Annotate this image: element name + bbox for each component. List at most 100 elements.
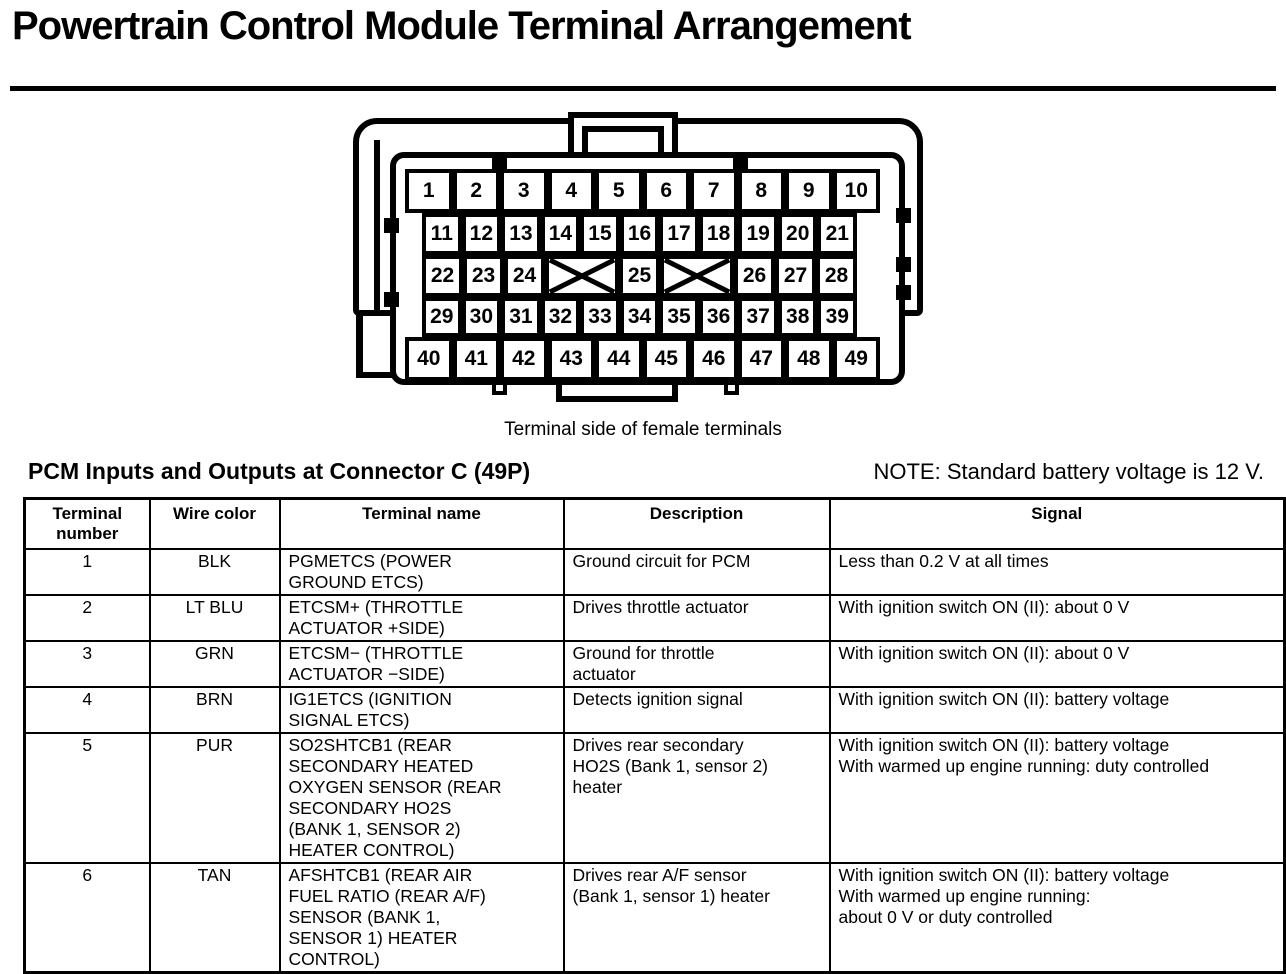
description-cell: Ground circuit for PCM	[562, 548, 831, 596]
lock-notch-icon	[492, 154, 507, 169]
terminal-cell: 31	[501, 297, 541, 337]
terminal-cell: 25	[619, 255, 660, 297]
connector-bottom-notch	[724, 383, 739, 395]
diagram-caption: Terminal side of female terminals	[504, 419, 782, 440]
connector-bottom-tab	[556, 383, 678, 402]
terminal-number-cell: 4	[23, 686, 151, 734]
lock-notch-icon	[733, 154, 748, 169]
wire-color-cell: GRN	[148, 640, 281, 688]
terminal-row-3: 22 23 24 25 26 27 28	[422, 255, 857, 297]
terminal-name-cell: ETCSM+ (THROTTLE ACTUATOR +SIDE)	[278, 594, 565, 642]
terminal-cell: 26	[734, 255, 775, 297]
terminal-cell: 17	[659, 213, 699, 255]
table-row: 1 BLK PGMETCS (POWER GROUND ETCS) Ground…	[23, 548, 1286, 596]
terminal-cell: 8	[737, 169, 785, 213]
terminal-number-cell: 5	[23, 732, 151, 864]
blocked-terminal-cell	[545, 255, 619, 297]
table-row: 6 TAN AFSHTCB1 (REAR AIR FUEL RATIO (REA…	[23, 862, 1286, 974]
col-header-signal: Signal	[828, 497, 1286, 550]
table-row: 4 BRN IG1ETCS (IGNITION SIGNAL ETCS) Det…	[23, 686, 1286, 734]
terminal-cell: 13	[501, 213, 541, 255]
wire-color-cell: BRN	[148, 686, 281, 734]
col-header-description: Description	[562, 497, 831, 550]
terminal-number-cell: 3	[23, 640, 151, 688]
x-cross-icon	[549, 259, 615, 293]
table-row: 3 GRN ETCSM− (THROTTLE ACTUATOR −SIDE) G…	[23, 640, 1286, 688]
terminal-name-cell: SO2SHTCB1 (REAR SECONDARY HEATED OXYGEN …	[278, 732, 565, 864]
col-header-wire-color: Wire color	[148, 497, 281, 550]
terminal-cell: 36	[698, 297, 739, 337]
terminal-cell: 21	[817, 213, 858, 255]
terminal-cell: 3	[500, 169, 548, 213]
connector-left-midwall	[374, 140, 380, 312]
table-header-row: Terminal number Wire color Terminal name…	[23, 497, 1286, 550]
terminal-cell: 41	[452, 337, 500, 381]
terminal-cell: 14	[540, 213, 581, 255]
lock-notch-icon	[384, 218, 399, 233]
terminal-cell: 1	[405, 169, 453, 213]
terminal-cell: 9	[785, 169, 833, 213]
col-header-terminal-name: Terminal name	[278, 497, 565, 550]
lock-notch-icon	[384, 292, 399, 307]
terminal-number-cell: 1	[23, 548, 151, 596]
pcm-io-table: Terminal number Wire color Terminal name…	[23, 497, 1286, 974]
terminal-cell: 42	[500, 337, 548, 381]
terminal-number-cell: 6	[23, 862, 151, 974]
signal-cell: With ignition switch ON (II): about 0 V	[828, 594, 1286, 642]
wire-color-cell: BLK	[148, 548, 281, 596]
section-heading: PCM Inputs and Outputs at Connector C (4…	[28, 458, 531, 484]
col-header-terminal-number: Terminal number	[23, 497, 151, 550]
terminal-cell: 11	[422, 213, 462, 255]
terminal-cell: 5	[595, 169, 643, 213]
terminal-cell: 7	[690, 169, 738, 213]
table-row: 2 LT BLU ETCSM+ (THROTTLE ACTUATOR +SIDE…	[23, 594, 1286, 642]
wire-color-cell: PUR	[148, 732, 281, 864]
terminal-cell: 10	[832, 169, 880, 213]
terminal-cell: 19	[738, 213, 778, 255]
terminal-cell: 37	[738, 297, 778, 337]
terminal-row-4: 29 30 31 32 33 34 35 36 37 38 39	[422, 297, 858, 337]
terminal-cell: 4	[547, 169, 595, 213]
description-cell: Drives rear secondary HO2S (Bank 1, sens…	[562, 732, 831, 864]
terminal-name-cell: IG1ETCS (IGNITION SIGNAL ETCS)	[278, 686, 565, 734]
terminal-cell: 35	[659, 297, 699, 337]
signal-cell: With ignition switch ON (II): about 0 V	[828, 640, 1286, 688]
terminal-cell: 43	[547, 337, 595, 381]
terminal-number-cell: 2	[23, 594, 151, 642]
terminal-cell: 49	[832, 337, 880, 381]
terminal-cell: 6	[642, 169, 690, 213]
terminal-cell: 20	[777, 213, 818, 255]
terminal-cell: 2	[452, 169, 500, 213]
terminal-cell: 23	[463, 255, 504, 297]
lock-notch-icon	[896, 285, 911, 300]
terminal-cell: 27	[775, 255, 816, 297]
terminal-cell: 44	[595, 337, 643, 381]
terminal-cell: 33	[580, 297, 620, 337]
terminal-cell: 22	[422, 255, 463, 297]
terminal-name-cell: PGMETCS (POWER GROUND ETCS)	[278, 548, 565, 596]
terminal-cell: 46	[690, 337, 738, 381]
description-cell: Ground for throttle actuator	[562, 640, 831, 688]
terminal-cell: 24	[504, 255, 545, 297]
table-row: 5 PUR SO2SHTCB1 (REAR SECONDARY HEATED O…	[23, 732, 1286, 864]
terminal-cell: 39	[817, 297, 858, 337]
title-divider	[10, 86, 1276, 91]
terminal-cell: 38	[777, 297, 818, 337]
terminal-cell: 28	[816, 255, 857, 297]
signal-cell: With ignition switch ON (II): battery vo…	[828, 686, 1286, 734]
terminal-cell: 40	[405, 337, 453, 381]
wire-color-cell: TAN	[148, 862, 281, 974]
terminal-cell: 29	[422, 297, 462, 337]
terminal-row-2: 11 12 13 14 15 16 17 18 19 20 21	[422, 213, 858, 255]
connector-left-skirt	[356, 312, 363, 378]
terminal-cell: 34	[619, 297, 660, 337]
blocked-terminal-cell	[660, 255, 734, 297]
terminal-cell: 45	[642, 337, 690, 381]
terminal-row-1: 1 2 3 4 5 6 7 8 9 10	[405, 169, 880, 213]
signal-cell: Less than 0.2 V at all times	[828, 548, 1286, 596]
description-cell: Drives rear A/F sensor (Bank 1, sensor 1…	[562, 862, 831, 974]
signal-cell: With ignition switch ON (II): battery vo…	[828, 732, 1286, 864]
signal-cell: With ignition switch ON (II): battery vo…	[828, 862, 1286, 974]
description-cell: Detects ignition signal	[562, 686, 831, 734]
terminal-row-5: 40 41 42 43 44 45 46 47 48 49	[405, 337, 880, 381]
